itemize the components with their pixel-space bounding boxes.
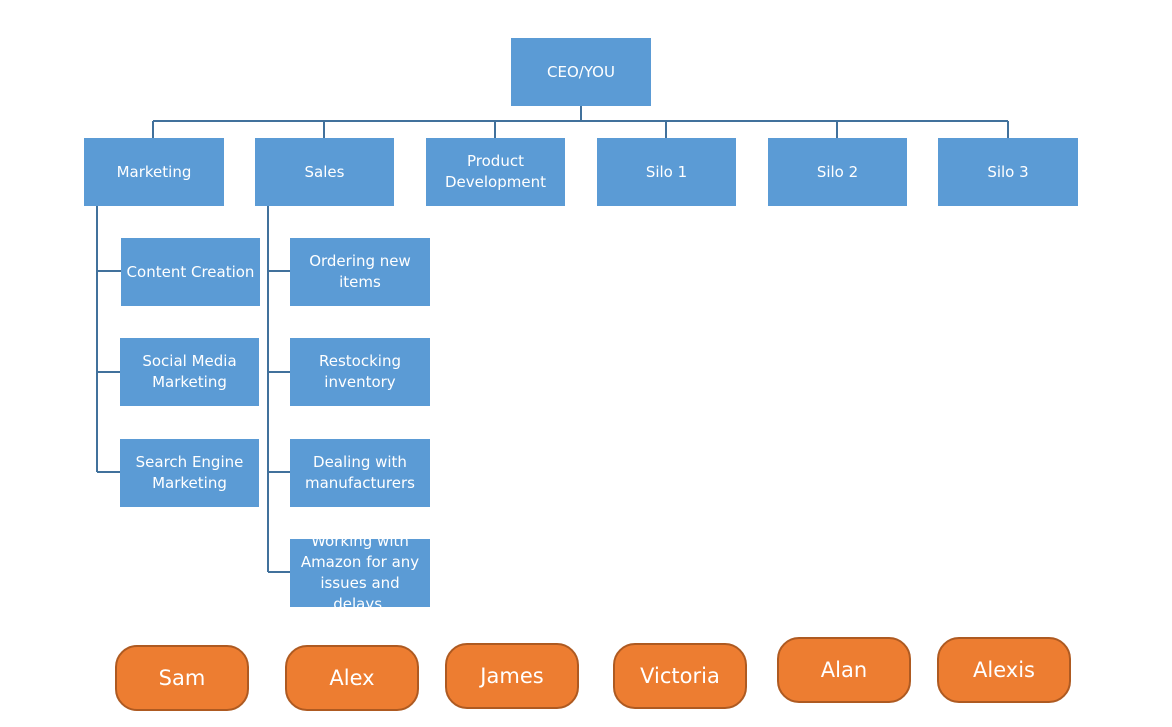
task-restocking-inventory: Restocking inventory [290,338,430,406]
person-alex: Alex [285,645,419,711]
task-content-creation: Content Creation [121,238,260,306]
department-marketing: Marketing [84,138,224,206]
person-alexis: Alexis [937,637,1071,703]
department-silo-3: Silo 3 [938,138,1078,206]
department-product-development: Product Development [426,138,565,206]
task-search-engine-marketing: Search Engine Marketing [120,439,259,507]
person-victoria: Victoria [613,643,747,709]
department-silo-2: Silo 2 [768,138,907,206]
ceo-box: CEO/YOU [511,38,651,106]
task-ordering-new-items: Ordering new items [290,238,430,306]
person-sam: Sam [115,645,249,711]
task-working-with-amazon: Working with Amazon for any issues and d… [290,532,430,613]
task-social-media-marketing: Social Media Marketing [120,338,259,406]
person-james: James [445,643,579,709]
person-alan: Alan [777,637,911,703]
department-sales: Sales [255,138,394,206]
department-silo-1: Silo 1 [597,138,736,206]
task-dealing-with-manufacturers: Dealing with manufacturers [290,439,430,507]
